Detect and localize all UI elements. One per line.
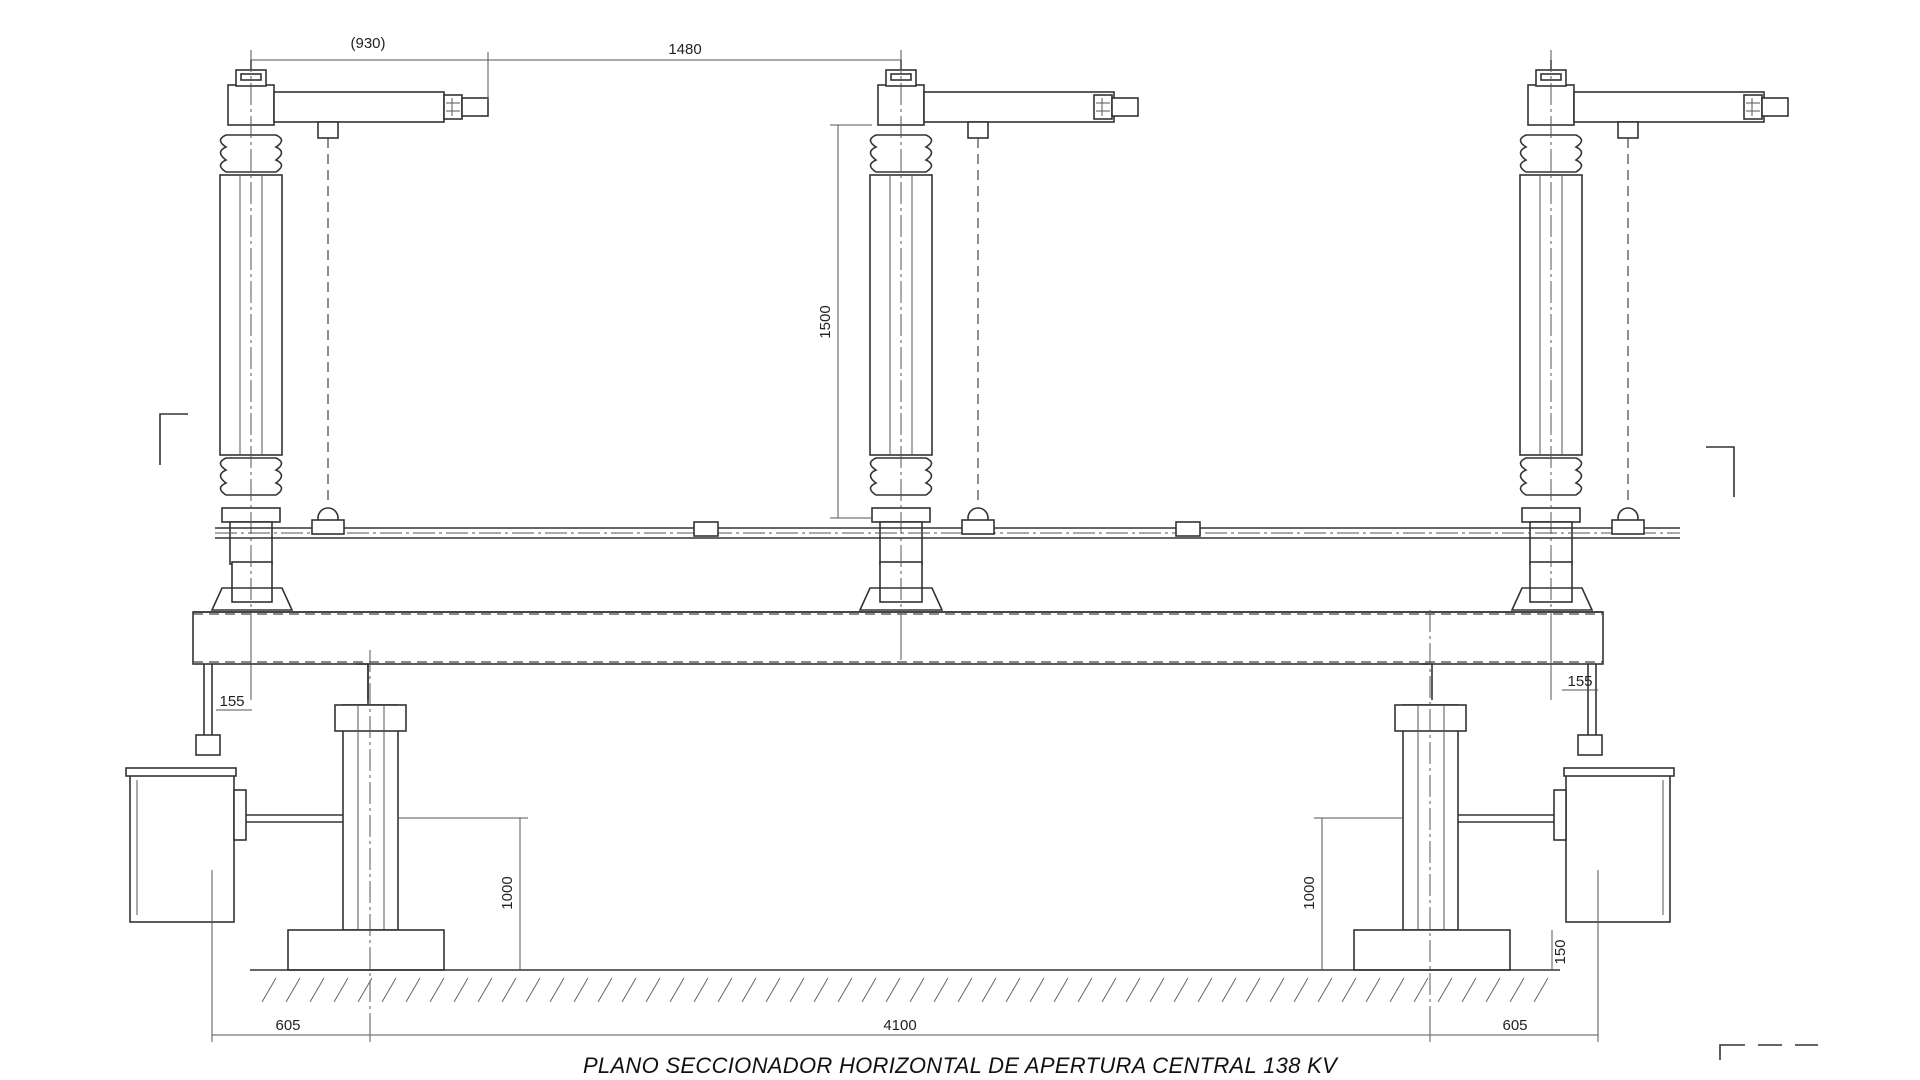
dim-offset-left: 155 — [219, 693, 244, 710]
ground-hatch — [621, 977, 637, 1003]
contact-arm-left — [273, 91, 489, 123]
ground-hatch — [381, 977, 397, 1003]
dim-span-right: 605 — [1502, 1017, 1527, 1034]
ground-hatch — [285, 977, 301, 1003]
ground-hatch — [1149, 977, 1165, 1003]
ground-hatch — [669, 977, 685, 1003]
ground-hatch — [1173, 977, 1189, 1003]
ground-hatch — [909, 977, 925, 1003]
drive-mechanism-right — [1458, 664, 1675, 923]
ground-hatch — [1053, 977, 1069, 1003]
drive-mechanism-left — [125, 664, 343, 923]
ground-hatch — [1029, 977, 1045, 1003]
drawing-caption: PLANO SECCIONADOR HORIZONTAL DE APERTURA… — [582, 1053, 1338, 1078]
ground-hatch — [333, 977, 349, 1003]
ground-hatch — [1509, 977, 1525, 1003]
ground-hatch — [525, 977, 541, 1003]
ground-hatch — [813, 977, 829, 1003]
ground-hatch — [1269, 977, 1285, 1003]
ground-hatch — [1389, 977, 1405, 1003]
ground-hatch — [981, 977, 997, 1003]
operating-rod — [215, 519, 1680, 539]
ground-hatch — [573, 977, 589, 1003]
ground-hatch — [1221, 977, 1237, 1003]
ground-hatch — [1485, 977, 1501, 1003]
ground-hatch — [261, 977, 277, 1003]
insulator-pole-center — [858, 50, 944, 660]
ground-hatch — [765, 977, 781, 1003]
dim-post-height-left: 1000 — [499, 876, 516, 909]
dim-arm-length: (930) — [350, 35, 385, 52]
ground-hatch — [1293, 977, 1309, 1003]
ground-hatch — [1461, 977, 1477, 1003]
ground-hatch — [405, 977, 421, 1003]
ground-hatch — [309, 977, 325, 1003]
support-post-right — [1353, 610, 1511, 1040]
contact-arm-right — [1573, 91, 1789, 123]
support-post-left — [287, 650, 445, 1040]
ground-hatch — [1077, 977, 1093, 1003]
ground-hatch — [645, 977, 661, 1003]
dim-insulator-height: 1500 — [817, 305, 834, 338]
dim-base-height: 150 — [1552, 939, 1569, 964]
ground-hatch — [1245, 977, 1261, 1003]
ground-line — [250, 969, 1560, 1003]
ground-hatch — [429, 977, 445, 1003]
terminal-clamps — [317, 121, 1639, 529]
ground-hatch — [693, 977, 709, 1003]
dim-span-center: 4100 — [883, 1017, 916, 1034]
ground-hatch — [1437, 977, 1453, 1003]
ground-hatch — [933, 977, 949, 1003]
ground-hatch — [861, 977, 877, 1003]
insulator-pole-left — [210, 50, 294, 660]
ground-hatch — [741, 977, 757, 1003]
ground-hatch — [453, 977, 469, 1003]
ground-hatch — [717, 977, 733, 1003]
ground-hatch — [501, 977, 517, 1003]
ground-hatch — [1341, 977, 1357, 1003]
ground-hatch — [1101, 977, 1117, 1003]
ground-hatch — [597, 977, 613, 1003]
support-beam — [192, 610, 1604, 700]
ground-hatch — [549, 977, 565, 1003]
dim-post-height-right: 1000 — [1301, 876, 1318, 909]
ground-hatch — [1533, 977, 1549, 1003]
ground-hatch — [885, 977, 901, 1003]
ground-hatch — [477, 977, 493, 1003]
ground-hatch — [1365, 977, 1381, 1003]
ground-hatch — [789, 977, 805, 1003]
dimension-lines — [159, 52, 1818, 1060]
contact-arm-center — [923, 91, 1139, 123]
dim-offset-right: 155 — [1567, 673, 1592, 690]
ground-hatch — [1005, 977, 1021, 1003]
ground-hatch — [1197, 977, 1213, 1003]
dim-span-left: 605 — [275, 1017, 300, 1034]
ground-hatch — [1413, 977, 1429, 1003]
ground-hatch — [357, 977, 373, 1003]
dimension-labels: (930) 1480 1500 155 155 1000 1000 150 60… — [219, 35, 1592, 1034]
insulator-pole-right — [1510, 50, 1594, 660]
dim-pole-spacing: 1480 — [668, 41, 701, 58]
ground-hatch — [957, 977, 973, 1003]
ground-hatch — [1125, 977, 1141, 1003]
ground-hatch — [1317, 977, 1333, 1003]
ground-hatch — [837, 977, 853, 1003]
